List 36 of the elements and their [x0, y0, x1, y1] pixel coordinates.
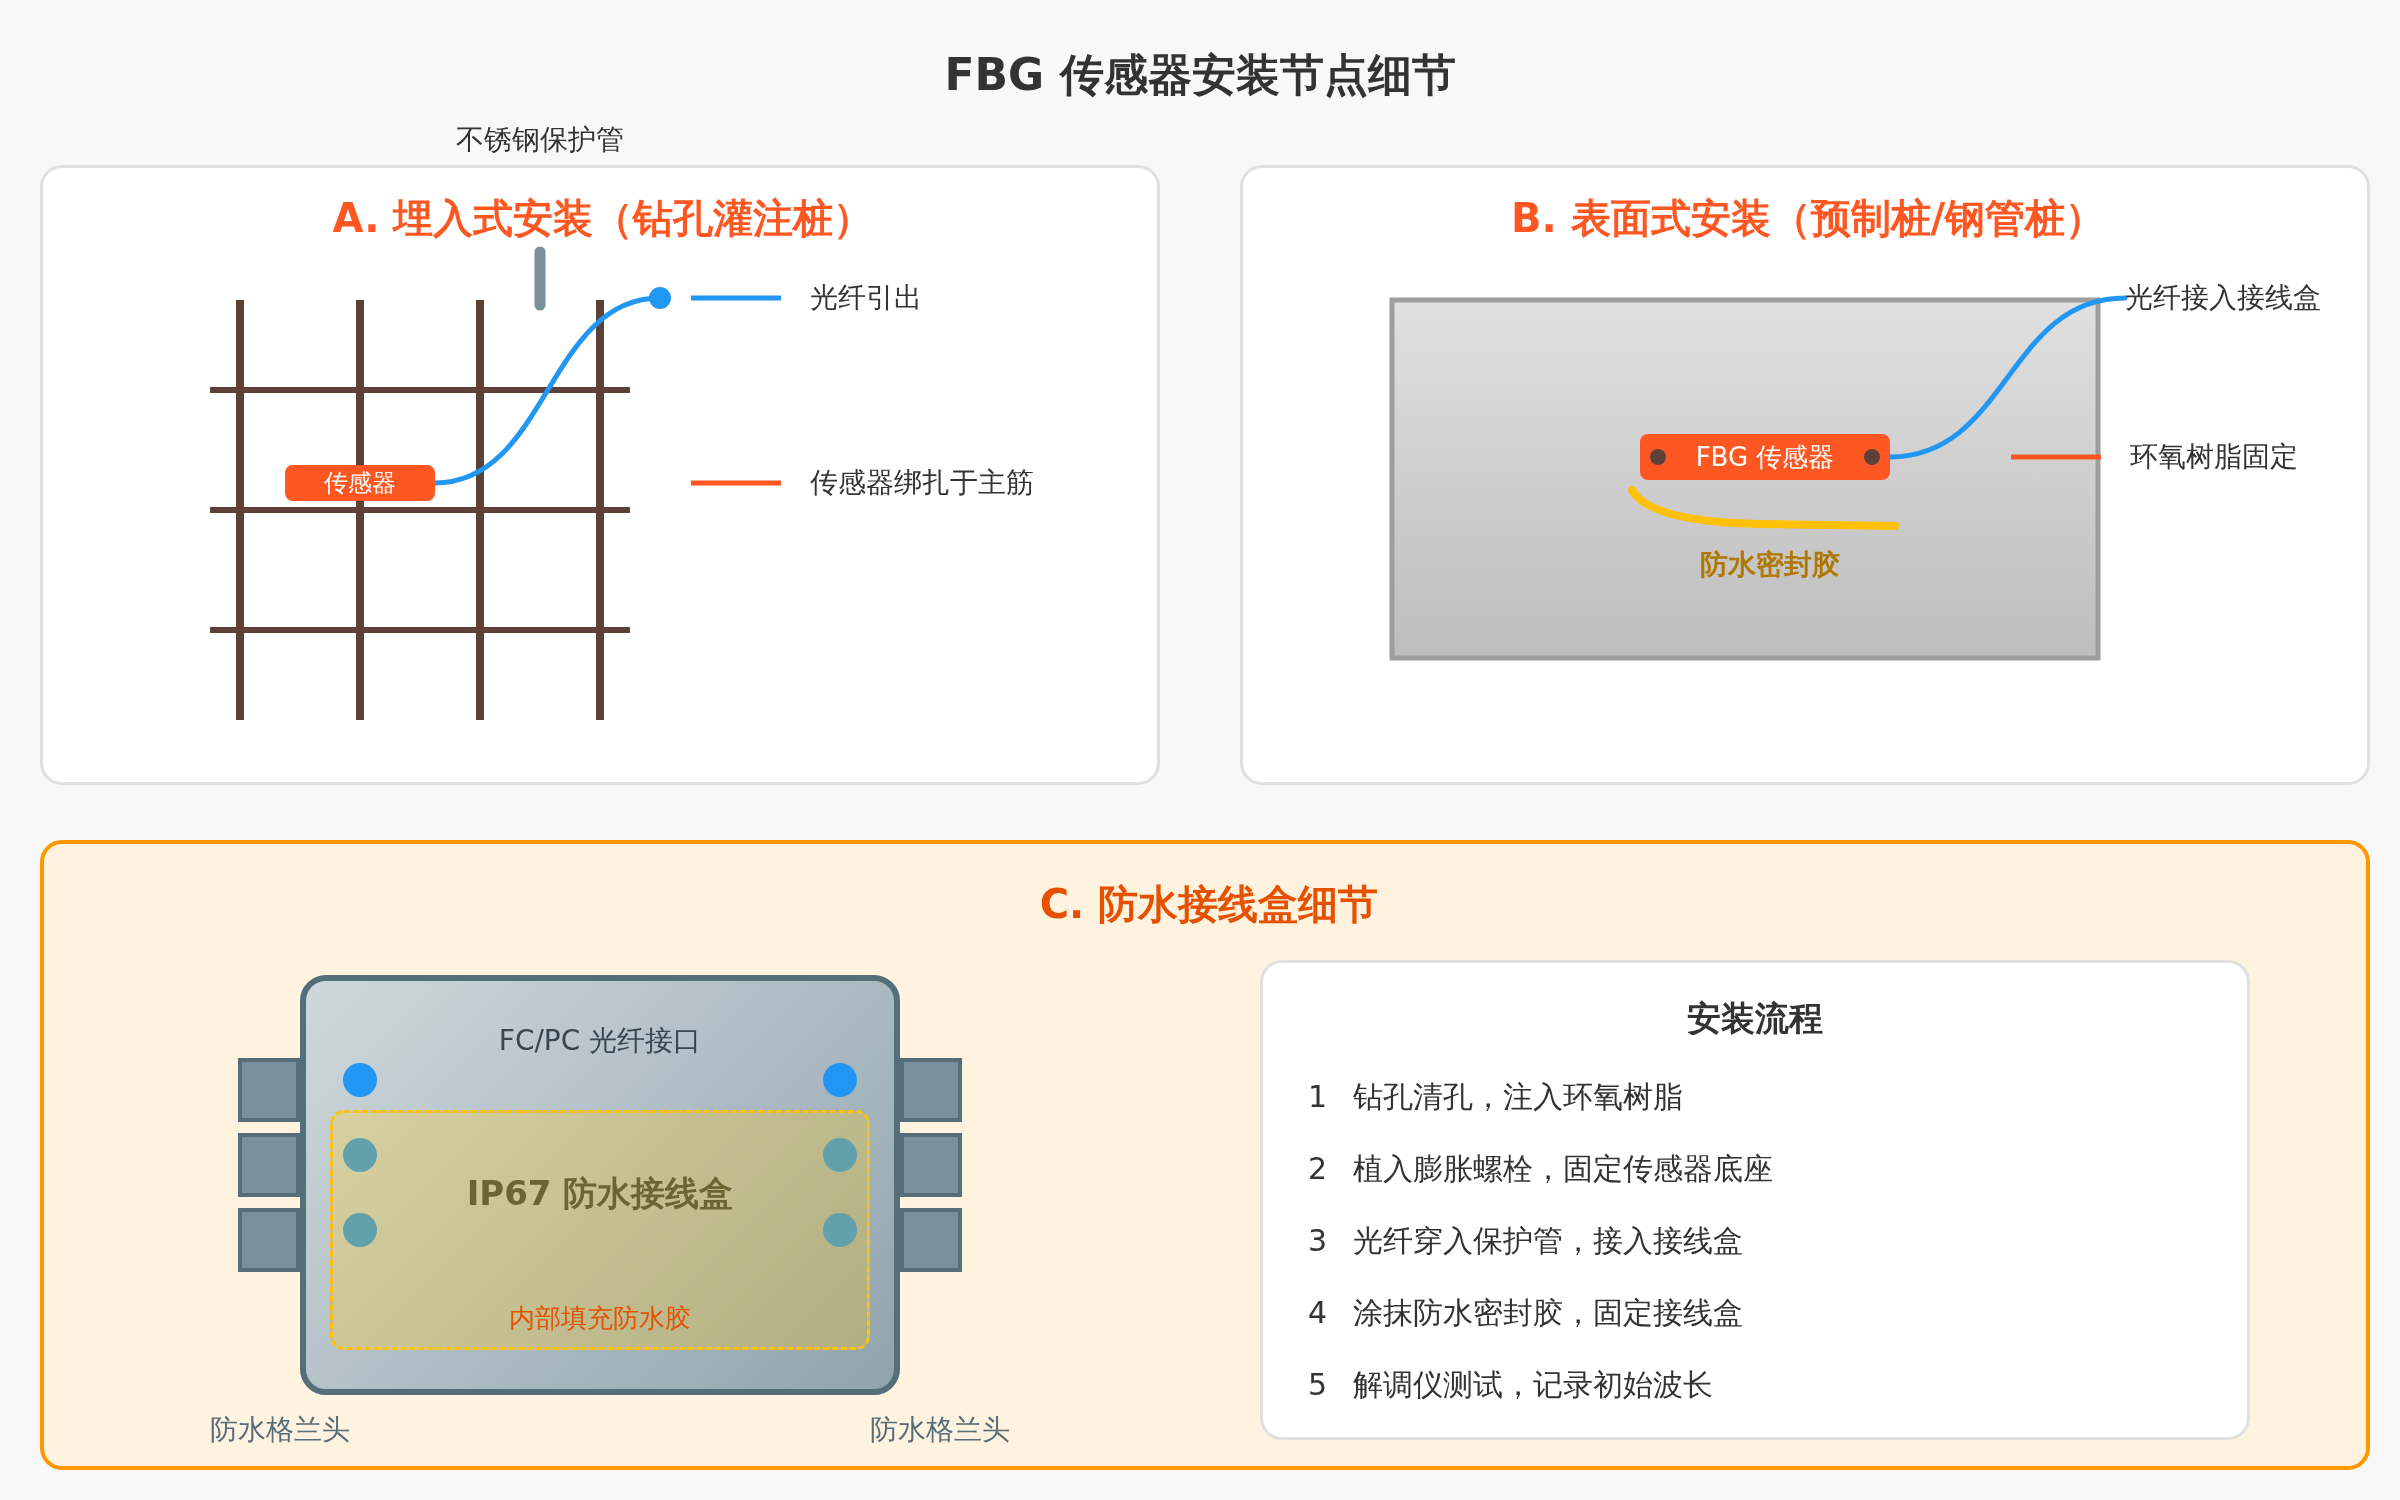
- optical-fiber: [1887, 295, 2128, 460]
- fiber-label: 光纤接入接线盒: [2125, 280, 2322, 316]
- diagram-title: FBG 传感器安装节点细节: [943, 48, 1457, 102]
- optical-fiber: [432, 287, 671, 486]
- step-number: 2: [1308, 1150, 1329, 1188]
- step-text: 光纤穿入保护管，接入接线盒: [1353, 1222, 1744, 1260]
- step-number: 3: [1308, 1222, 1329, 1260]
- legend-label: 光纤引出: [810, 280, 923, 316]
- box-label: IP67 防水接线盒: [465, 1172, 735, 1215]
- tube-label: 不锈钢保护管: [455, 122, 625, 158]
- sensor-label: FBG 传感器: [1694, 441, 1836, 474]
- card-background: [1260, 960, 2250, 1440]
- panel-title: A. 埋入式安装（钻孔灌注桩）: [331, 194, 875, 243]
- gland-label: 防水格兰头: [869, 1412, 1011, 1448]
- step-text: 植入膨胀螺栓，固定传感器底座: [1353, 1150, 1774, 1188]
- sensor-tag: [1640, 434, 1890, 480]
- panel: [40, 165, 1160, 785]
- gland-label: 防水格兰头: [209, 1412, 351, 1448]
- fill-note: 内部填充防水胶: [508, 1302, 692, 1335]
- step-number: 1: [1308, 1078, 1329, 1116]
- sealant-fill-area: [330, 1110, 870, 1350]
- legend-label: 传感器绑扎于主筋: [810, 465, 1035, 501]
- port-label: FC/PC 光纤接口: [497, 1023, 703, 1059]
- step-text: 解调仪测试，记录初始波长: [1353, 1366, 1714, 1404]
- legend-label: 环氧树脂固定: [2130, 439, 2299, 475]
- panel-title: C. 防水接线盒细节: [1038, 880, 1380, 929]
- panel: [40, 840, 2370, 1470]
- step-number: 5: [1308, 1366, 1329, 1404]
- card-title: 安装流程: [1686, 997, 1824, 1040]
- step-text: 钻孔清孔，注入环氧树脂: [1353, 1078, 1684, 1116]
- panel-title: B. 表面式安装（预制桩/钢管桩）: [1509, 194, 2107, 243]
- sensor-label: 传感器: [323, 468, 397, 499]
- sealant-label: 防水密封胶: [1699, 547, 1841, 583]
- sensor-tag: [285, 465, 435, 501]
- step-number: 4: [1308, 1294, 1329, 1332]
- step-text: 涂抹防水密封胶，固定接线盒: [1353, 1294, 1744, 1332]
